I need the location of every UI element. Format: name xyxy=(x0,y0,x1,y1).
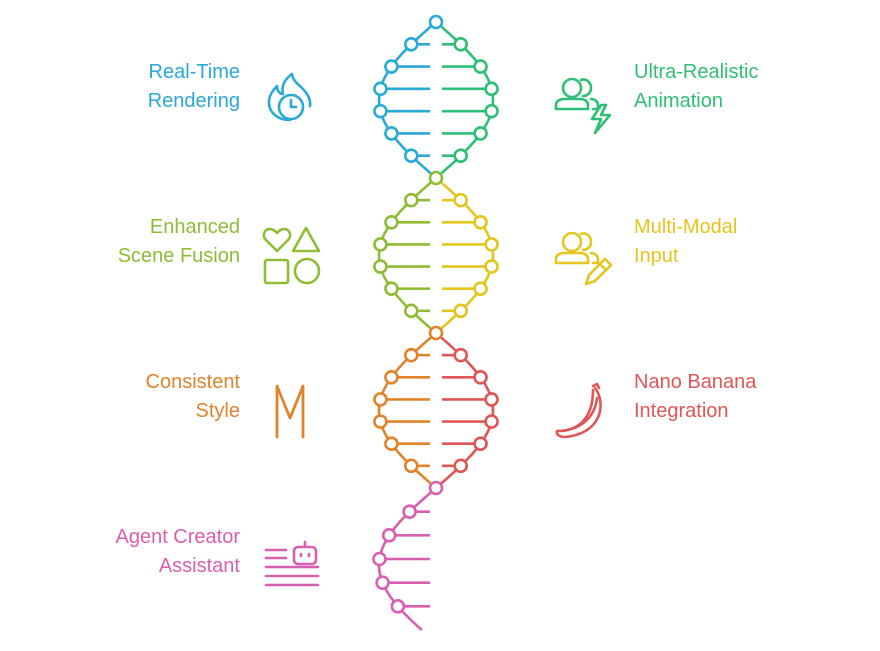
feature-fusion-line2: Scene Fusion xyxy=(117,245,240,267)
helix-node xyxy=(384,59,399,74)
helix-node xyxy=(484,414,499,429)
feature-agent-label: Agent Creator Assistant xyxy=(115,523,240,581)
feature-realtime-label: Real-Time Rendering xyxy=(148,58,240,116)
helix-node xyxy=(473,281,488,297)
helix-node xyxy=(403,458,419,474)
helix-node xyxy=(473,436,488,452)
feature-fusion-label: Enhanced Scene Fusion xyxy=(118,213,240,271)
helix-node xyxy=(453,148,469,164)
feature-ultra-label: Ultra-Realistic Animation xyxy=(634,58,758,116)
helix-node xyxy=(484,259,499,274)
helix-node xyxy=(453,303,469,319)
helix-node xyxy=(373,237,388,252)
helix-node xyxy=(381,528,397,543)
helix-node xyxy=(484,103,499,119)
shapes-icon xyxy=(262,226,321,285)
feature-agent-line2: Assistant xyxy=(158,555,240,577)
feature-nano-label: Nano Banana Integration xyxy=(634,368,756,426)
feature-consistent-line1: Consistent xyxy=(145,371,241,393)
helix-node xyxy=(473,369,488,385)
helix-node xyxy=(403,148,419,164)
helix-node xyxy=(453,347,469,363)
helix-node xyxy=(372,551,387,567)
helix-node xyxy=(428,325,444,341)
feature-fusion-line1: Enhanced xyxy=(149,216,240,238)
feature-consistent-label: Consistent Style xyxy=(146,368,241,426)
helix-node xyxy=(428,14,444,30)
feature-realtime-line1: Real-Time xyxy=(148,61,241,83)
helix-node xyxy=(402,504,417,519)
feature-multimodal-line2: Input xyxy=(634,245,679,267)
helix-node xyxy=(428,170,444,186)
helix-node xyxy=(403,192,419,208)
users-lightning-icon xyxy=(554,77,612,135)
helix-node xyxy=(403,303,419,319)
robot-text-icon xyxy=(264,540,320,587)
helix-node xyxy=(453,36,469,52)
feature-agent-line1: Agent Creator xyxy=(115,526,240,548)
feature-realtime-line2: Rendering xyxy=(147,90,240,112)
helix-node xyxy=(373,103,388,119)
helix-node xyxy=(384,214,399,230)
helix-node xyxy=(384,369,399,385)
helix-node xyxy=(484,392,499,407)
feature-consistent-line2: Style xyxy=(195,400,240,422)
feature-nano-line1: Nano Banana xyxy=(634,371,757,393)
helix-node xyxy=(403,347,419,363)
helix-node xyxy=(373,81,388,97)
helix-node xyxy=(373,392,388,407)
helix-node xyxy=(473,59,488,74)
helix-node xyxy=(403,36,419,52)
helix-node xyxy=(375,575,390,590)
flame-clock-icon xyxy=(267,72,312,122)
users-pencil-icon xyxy=(554,231,613,286)
feature-multimodal-line1: Multi-Modal xyxy=(634,216,738,238)
helix-node xyxy=(384,436,399,452)
helix-node xyxy=(390,599,406,614)
helix-node xyxy=(373,414,388,429)
helix-node xyxy=(484,237,499,252)
helix-node xyxy=(453,192,469,208)
letter-m-icon xyxy=(275,384,305,439)
feature-nano-line2: Integration xyxy=(634,400,729,422)
helix-node xyxy=(453,458,469,474)
helix-node xyxy=(373,259,388,274)
helix-node xyxy=(384,281,399,297)
helix-node xyxy=(484,81,499,97)
helix-node xyxy=(473,214,488,230)
helix-node xyxy=(473,126,488,141)
banana-icon xyxy=(555,382,602,439)
helix-node xyxy=(428,480,444,496)
feature-multimodal-label: Multi-Modal Input xyxy=(634,213,737,271)
feature-ultra-line1: Ultra-Realistic xyxy=(634,61,759,83)
feature-ultra-line2: Animation xyxy=(634,90,723,112)
helix-node xyxy=(384,126,399,141)
